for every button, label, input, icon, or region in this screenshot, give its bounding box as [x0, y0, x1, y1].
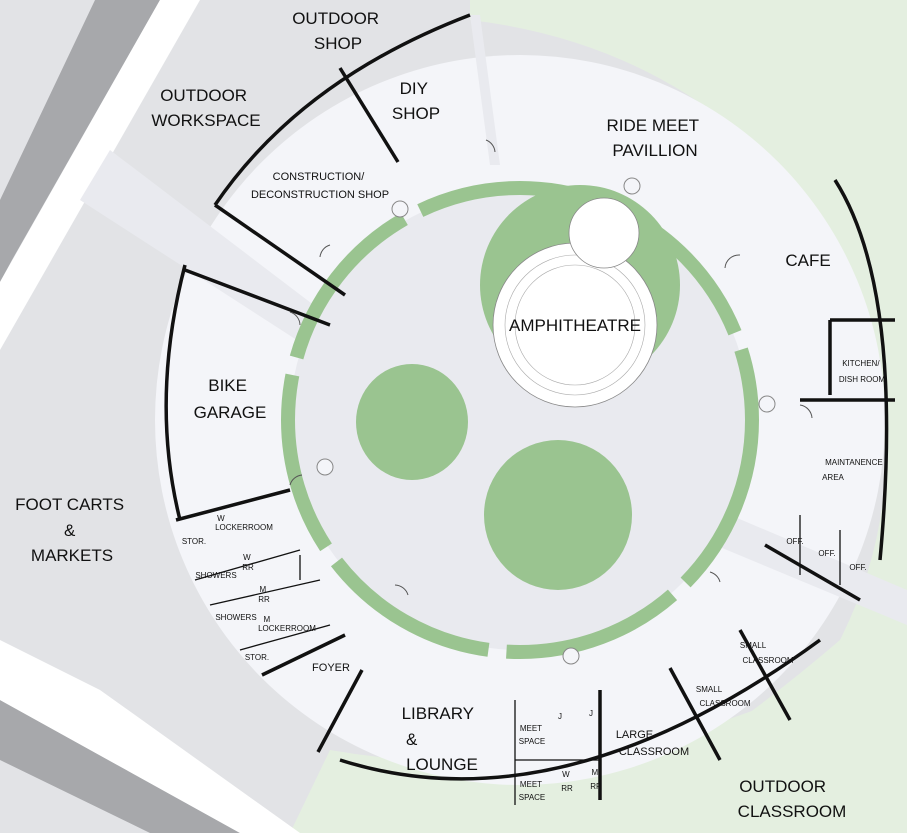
outer-wall-south — [339, 638, 822, 781]
amphitheatre-step — [504, 254, 646, 396]
door — [289, 311, 301, 326]
courtyard-green-ring — [281, 181, 759, 659]
kitchen-label: KITCHEN/ DISH ROOM — [839, 359, 886, 384]
bike-garage-label: BIKE GARAGE — [194, 376, 267, 422]
janitor-label: J — [558, 712, 562, 721]
thin-wall — [209, 579, 321, 606]
m-restroom-label: M RR — [258, 585, 270, 604]
column — [562, 647, 580, 665]
wall — [764, 543, 861, 602]
door — [724, 254, 741, 269]
showers-label: SHOWERS — [195, 571, 236, 580]
wall — [214, 203, 346, 297]
door — [709, 571, 721, 583]
cafe-label: CAFE — [785, 251, 830, 270]
m-lockerroom-label: M LOCKERROOM — [258, 615, 316, 633]
outdoor-shop-label: OUTDOOR SHOP — [292, 9, 384, 53]
wall — [261, 633, 346, 677]
foyer-label: FOYER — [312, 662, 350, 674]
planting-bed — [484, 440, 632, 590]
small-classroom-label: SMALL CLASSROOM — [696, 685, 751, 708]
door — [485, 139, 496, 153]
construction-shop-label: CONSTRUCTION/ DECONSTRUCTION SHOP — [251, 171, 389, 201]
w-restroom-label: W RR — [561, 770, 573, 793]
column — [623, 177, 641, 195]
thin-wall — [239, 624, 331, 651]
column — [391, 200, 409, 218]
outdoor-workspace-label: OUTDOOR WORKSPACE — [151, 86, 260, 130]
door — [394, 584, 409, 596]
wall — [738, 629, 792, 721]
road — [0, 0, 160, 282]
door — [289, 474, 303, 486]
foot-carts-label: FOOT CARTS & MARKETS — [15, 495, 129, 565]
thin-wall — [194, 549, 301, 581]
outer-wall-northwest — [213, 13, 471, 206]
meet-space-label: MEET SPACE — [519, 780, 546, 802]
office-label: OFF. — [786, 537, 803, 546]
path-lower — [0, 640, 300, 833]
wall — [668, 667, 722, 761]
w-restroom-label: W RR — [242, 553, 254, 572]
showers-label: SHOWERS — [215, 613, 256, 622]
wall — [338, 67, 400, 163]
office-label: OFF. — [849, 563, 866, 572]
maintenance-area-label: MAINTANENCE AREA — [822, 458, 885, 482]
amphitheatre-stage — [568, 197, 640, 269]
planting-bed — [356, 364, 468, 480]
storage-label: STOR. — [245, 653, 269, 662]
m-restroom-label: M RR — [590, 768, 602, 791]
outdoor-classroom-label: OUTDOOR CLASSROOM — [738, 777, 847, 821]
storage-label: STOR. — [182, 537, 206, 546]
amphitheatre-step — [514, 264, 636, 386]
outer-wall-east — [833, 179, 889, 561]
north-entry-path — [470, 15, 500, 165]
large-classroom-label: LARGE CLASSROOM — [616, 729, 689, 758]
wall — [184, 268, 331, 327]
library-lounge-label: LIBRARY & LOUNGE — [402, 704, 479, 774]
door — [799, 404, 813, 419]
diy-shop-label: DIY SHOP — [392, 79, 440, 123]
small-classroom-label: SMALL CLASSROOM — [740, 641, 794, 665]
column — [758, 395, 776, 413]
office-label: OFF. — [818, 549, 835, 558]
janitor-label: J — [589, 709, 593, 718]
door — [319, 244, 331, 258]
outer-wall-west — [164, 264, 187, 521]
meet-space-label: MEET SPACE — [519, 724, 546, 746]
ride-meet-pavillion-label: RIDE MEET PAVILLION — [607, 116, 704, 160]
w-lockerroom-label: W LOCKERROOM — [215, 514, 273, 532]
amphitheatre-label: AMPHITHEATRE — [509, 316, 641, 335]
wall — [316, 669, 364, 753]
wall — [175, 488, 291, 522]
column — [316, 458, 334, 476]
